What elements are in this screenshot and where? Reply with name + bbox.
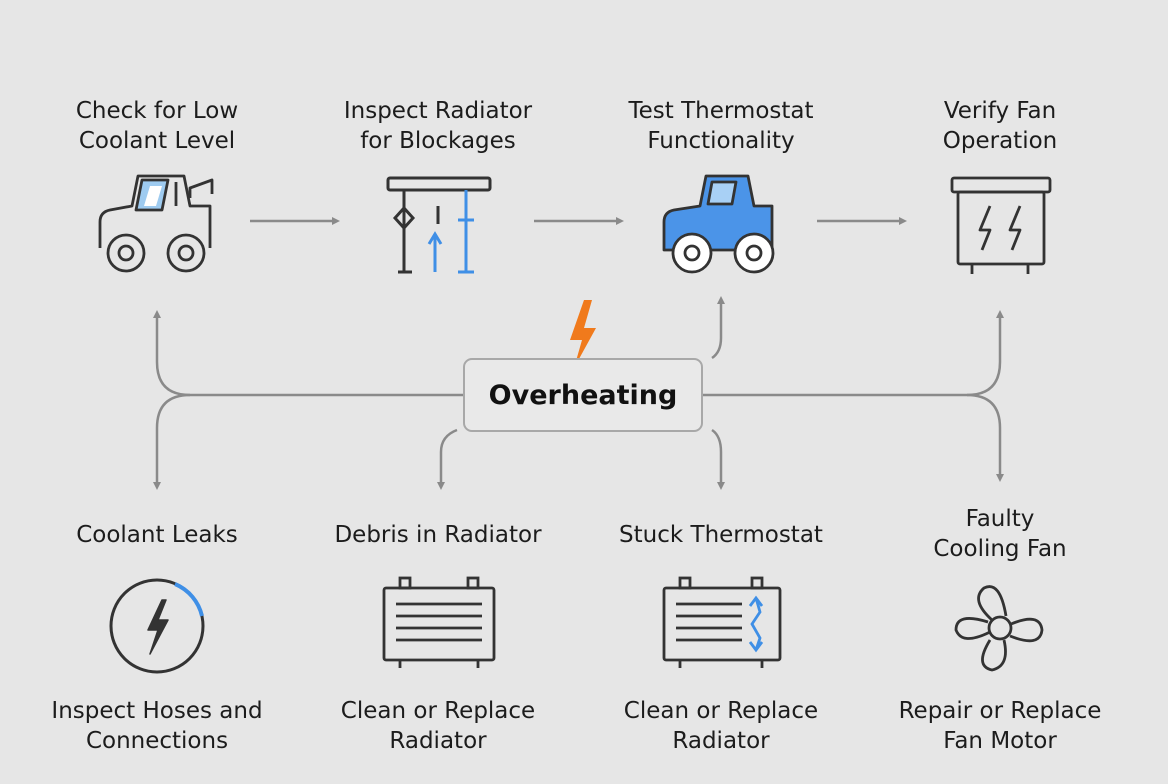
check-low-coolant-label: Check for Low Coolant Level xyxy=(75,98,239,154)
inspect-radiator-label: Inspect Radiator for Blockages xyxy=(343,98,533,154)
radiator-arrows-icon xyxy=(662,576,782,668)
connectors xyxy=(153,296,1004,490)
tractor-blue-icon xyxy=(662,174,775,274)
fan-icon xyxy=(954,585,1044,672)
connector-up-center-right xyxy=(711,296,725,360)
faulty-fan-label: Faulty Cooling Fan xyxy=(933,506,1067,562)
clean-replace-radiator-label-2: Clean or Replace Radiator xyxy=(623,698,819,754)
stuck-thermostat-label: Stuck Thermostat xyxy=(619,522,823,548)
bolt-circle-icon xyxy=(109,578,205,674)
connector-down-right xyxy=(966,393,1004,482)
overheating-node: Overheating xyxy=(463,358,703,432)
test-thermostat-label: Test Thermostat Functionality xyxy=(628,98,814,154)
radiator-gauge-icon xyxy=(386,176,492,274)
clean-replace-radiator-label-1: Clean or Replace Radiator xyxy=(340,698,536,754)
repair-fan-motor-label: Repair or Replace Fan Motor xyxy=(898,698,1102,754)
connector-up-right xyxy=(703,310,1004,397)
overheating-label: Overheating xyxy=(488,379,678,411)
lightning-bolt-icon xyxy=(570,300,596,368)
connector-up-left xyxy=(153,310,463,397)
radiator-icon xyxy=(382,576,496,668)
tractor-outline-icon xyxy=(98,174,214,273)
connector-down-center-right xyxy=(711,428,725,490)
battery-bolt-icon xyxy=(950,176,1052,274)
connector-down-left xyxy=(153,393,191,490)
coolant-leaks-label: Coolant Leaks xyxy=(76,522,238,548)
verify-fan-label: Verify Fan Operation xyxy=(942,98,1058,154)
inspect-hoses-label: Inspect Hoses and Connections xyxy=(51,698,263,754)
debris-radiator-label: Debris in Radiator xyxy=(334,522,542,548)
connector-down-center-left xyxy=(437,428,458,490)
